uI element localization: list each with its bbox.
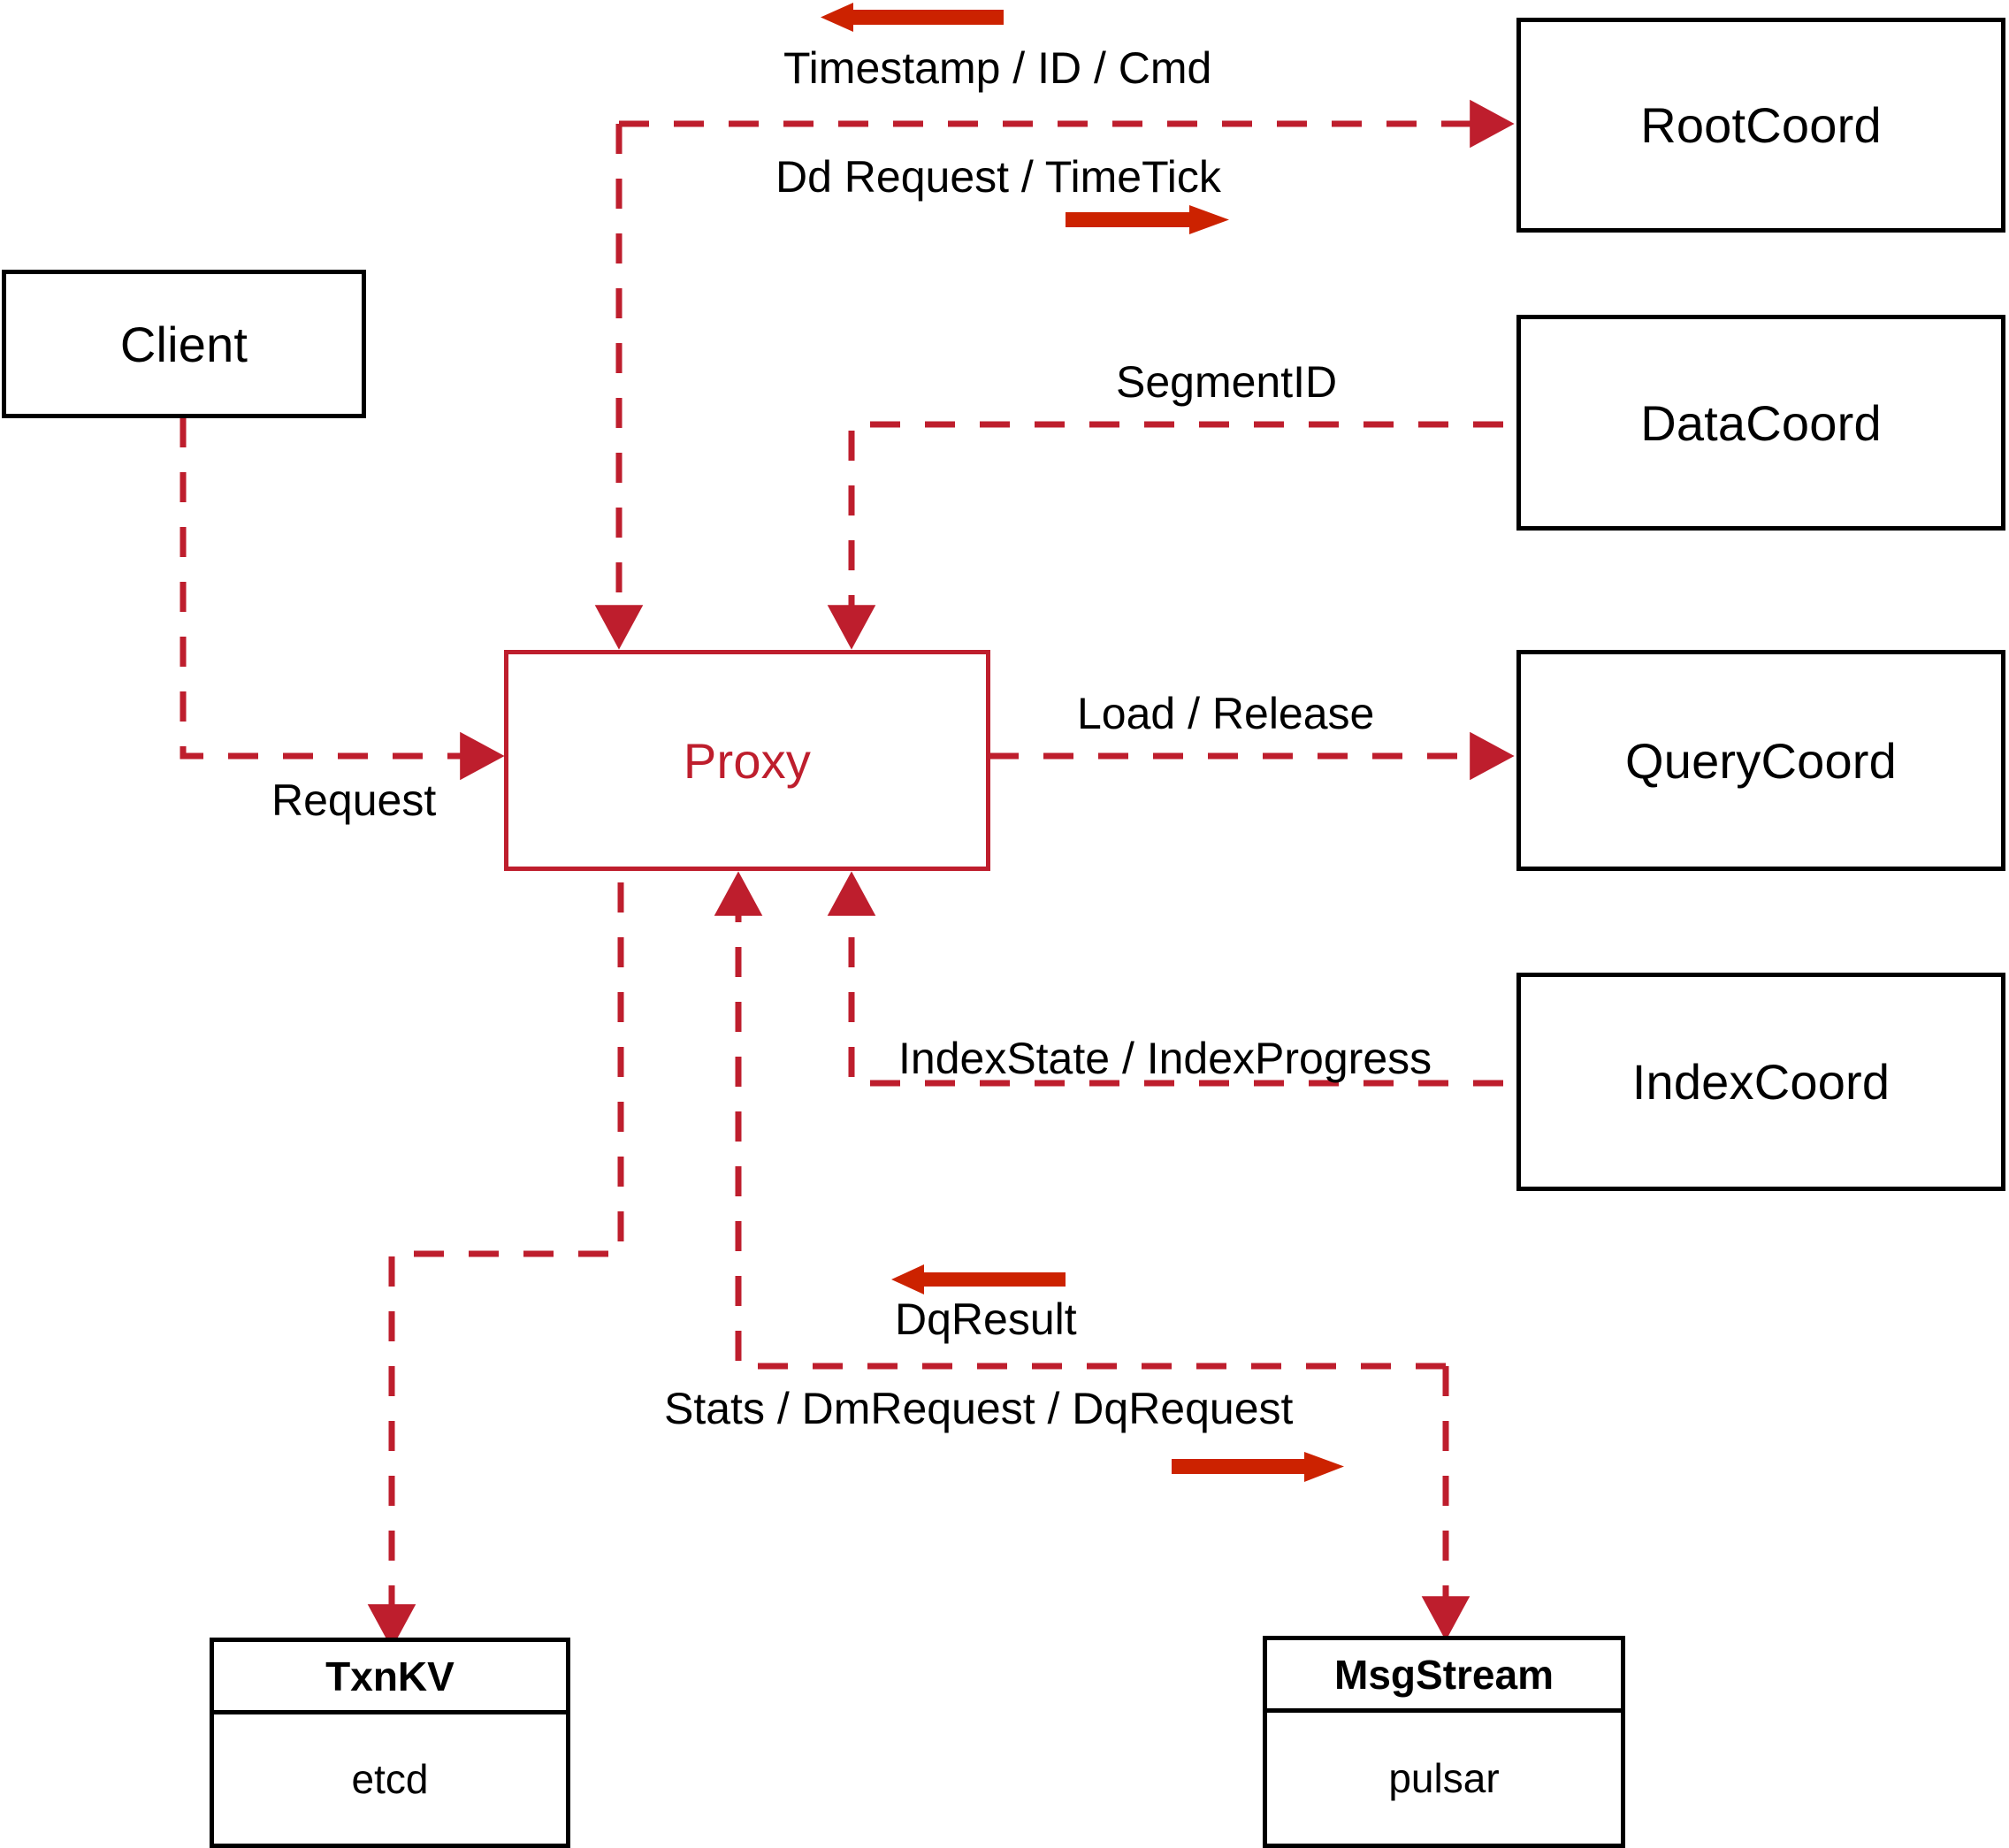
node-msgstream[interactable]: MsgStream pulsar [1263, 1636, 1625, 1848]
node-indexcoord[interactable]: IndexCoord [1516, 973, 2005, 1191]
node-querycoord-label: QueryCoord [1624, 732, 1898, 789]
node-client-label: Client [119, 316, 248, 372]
edge-label-segmentid: SegmentID [1116, 357, 1338, 407]
node-client[interactable]: Client [2, 270, 366, 418]
bold-direction-arrows [821, 3, 1344, 1482]
node-msgstream-body: pulsar [1388, 1755, 1500, 1801]
node-txnkv-header: TxnKV [214, 1642, 566, 1714]
node-indexcoord-label: IndexCoord [1631, 1054, 1891, 1110]
edge-msgstream-proxy [714, 871, 1446, 1370]
node-rootcoord-label: RootCoord [1640, 97, 1882, 153]
node-txnkv[interactable]: TxnKV etcd [210, 1638, 570, 1848]
edge-indexcoord-proxy [827, 871, 1503, 1087]
edge-label-dq-result: DqResult [895, 1294, 1077, 1344]
arrow-timestamp-id-cmd [821, 3, 1004, 32]
edge-label-dd-request-timetick: Dd Request / TimeTick [775, 152, 1221, 202]
node-proxy-label: Proxy [683, 732, 812, 789]
node-msgstream-header: MsgStream [1267, 1640, 1621, 1713]
edge-label-index-state: IndexState / IndexProgress [898, 1034, 1432, 1083]
node-querycoord[interactable]: QueryCoord [1516, 650, 2005, 871]
arrow-stats-dm-dq [1172, 1452, 1344, 1482]
node-datacoord[interactable]: DataCoord [1516, 315, 2005, 531]
node-rootcoord[interactable]: RootCoord [1516, 18, 2005, 233]
edge-label-stats-dm-dq: Stats / DmRequest / DqRequest [664, 1384, 1294, 1433]
edge-datacoord-proxy [827, 421, 1503, 650]
edge-label-request: Request [271, 775, 437, 825]
node-proxy[interactable]: Proxy [504, 650, 990, 871]
edge-proxy-txnkv [367, 882, 624, 1649]
edge-client-proxy [180, 417, 505, 781]
arrow-dd-request-timetick [1066, 205, 1229, 234]
edge-label-timestamp-id-cmd: Timestamp / ID / Cmd [783, 43, 1212, 93]
edge-label-load-release: Load / Release [1077, 689, 1375, 738]
arrow-dq-result [891, 1264, 1066, 1294]
node-datacoord-label: DataCoord [1640, 394, 1882, 451]
node-txnkv-body: etcd [351, 1756, 429, 1802]
